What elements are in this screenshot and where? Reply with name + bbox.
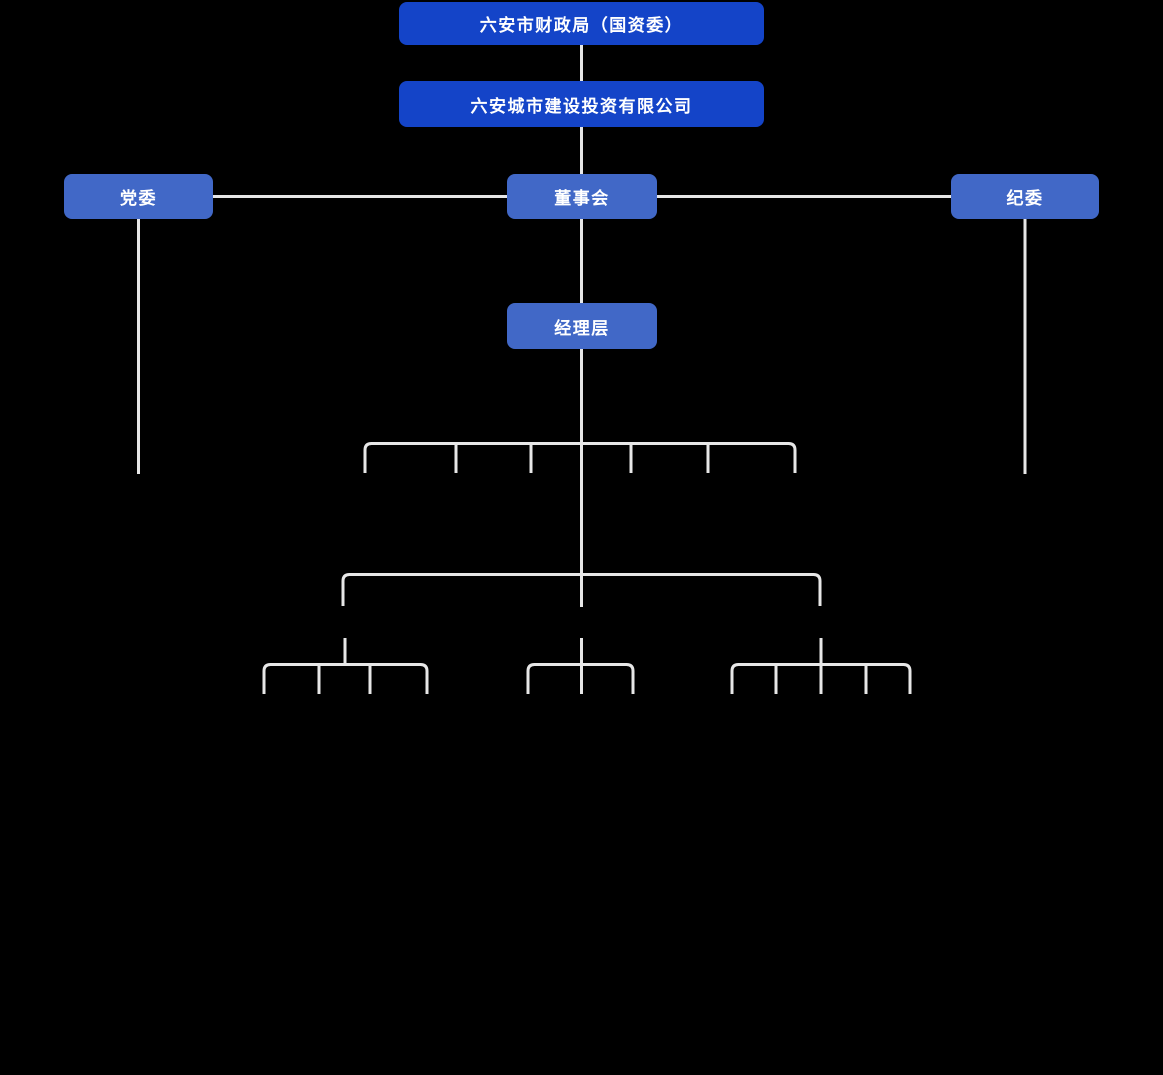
connector-subtree-right-frame <box>730 663 912 694</box>
org-node-management-layer: 经理层 <box>507 303 657 349</box>
connector-branch1-frame <box>363 442 797 473</box>
connector-branch2-frame <box>341 573 822 606</box>
connector-subtree-left-frame <box>262 663 429 694</box>
org-node-discipline-committee: 纪委 <box>951 174 1099 219</box>
org-node-company: 六安城市建设投资有限公司 <box>399 81 764 127</box>
connector-subtree-center-frame <box>526 663 635 694</box>
org-node-root: 六安市财政局（国资委） <box>399 2 764 45</box>
org-node-board-of-directors: 董事会 <box>507 174 657 219</box>
org-node-party-committee: 党委 <box>64 174 213 219</box>
